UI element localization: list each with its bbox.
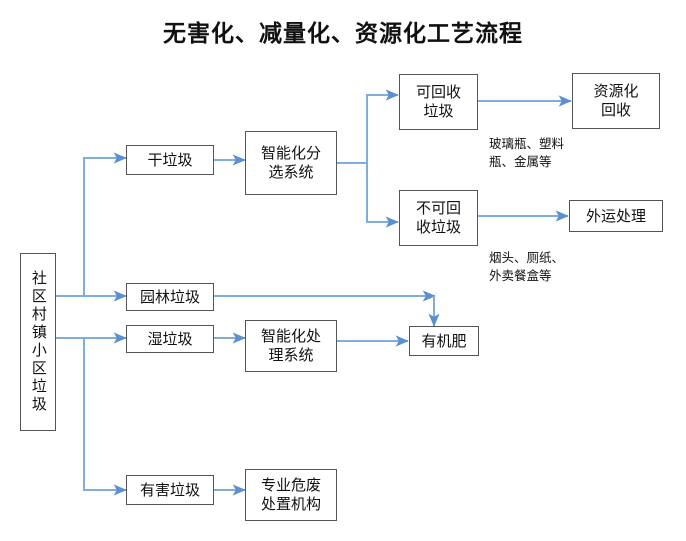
node-dry-waste[interactable]: 干垃圾 <box>126 145 214 175</box>
node-garden-waste[interactable]: 园林垃圾 <box>126 283 214 311</box>
node-recyclable[interactable]: 可回收 垃圾 <box>399 74 478 130</box>
node-non-recyclable[interactable]: 不可回 收垃圾 <box>399 190 478 246</box>
node-resource-recovery-label: 资源化 回收 <box>593 82 639 119</box>
node-treatment-system[interactable]: 智能化处 理系统 <box>245 320 337 372</box>
node-resource-recovery[interactable]: 资源化 回收 <box>572 73 660 129</box>
edge-label-non-recyclable-examples-text: 烟头、厕纸、 外卖餐盒等 <box>489 250 565 284</box>
node-hazardous-agency[interactable]: 专业危废 处置机构 <box>245 469 337 521</box>
edge-trunk-to-dry <box>83 152 127 296</box>
node-wet-waste[interactable]: 湿垃圾 <box>126 325 214 353</box>
edge-label-non-recyclable-examples: 烟头、厕纸、 外卖餐盒等 <box>489 231 599 285</box>
node-hazardous-waste-label: 有害垃圾 <box>139 480 200 499</box>
node-organic-fertilizer-label: 有机肥 <box>421 331 467 350</box>
node-source[interactable]: 社区村镇小区垃圾 <box>20 253 56 431</box>
node-recyclable-label: 可回收 垃圾 <box>415 83 461 120</box>
edge-label-recyclable-examples: 玻璃瓶、塑料 瓶、金属等 <box>489 117 599 171</box>
node-organic-fertilizer[interactable]: 有机肥 <box>409 326 479 356</box>
node-hazardous-agency-label: 专业危废 处置机构 <box>260 476 321 513</box>
node-wet-waste-label: 湿垃圾 <box>147 329 193 348</box>
node-external-disposal-label: 外运处理 <box>585 206 646 225</box>
node-sorting-system[interactable]: 智能化分 选系统 <box>245 131 337 195</box>
edge-sorting-to-nonrecyclable <box>337 162 399 228</box>
page-title: 无害化、减量化、资源化工艺流程 <box>163 20 523 47</box>
node-source-label: 社区村镇小区垃圾 <box>29 270 48 414</box>
node-external-disposal[interactable]: 外运处理 <box>569 200 663 232</box>
node-dry-waste-label: 干垃圾 <box>147 150 193 169</box>
node-treatment-system-label: 智能化处 理系统 <box>260 327 321 364</box>
edge-sorting-to-recyclable <box>337 89 399 164</box>
edge-label-recyclable-examples-text: 玻璃瓶、塑料 瓶、金属等 <box>489 136 565 170</box>
edge-trunk-to-hazardous <box>83 338 127 496</box>
node-non-recyclable-label: 不可回 收垃圾 <box>415 199 461 236</box>
node-garden-waste-label: 园林垃圾 <box>139 287 200 306</box>
node-sorting-system-label: 智能化分 选系统 <box>260 144 321 181</box>
node-hazardous-waste[interactable]: 有害垃圾 <box>126 475 214 505</box>
